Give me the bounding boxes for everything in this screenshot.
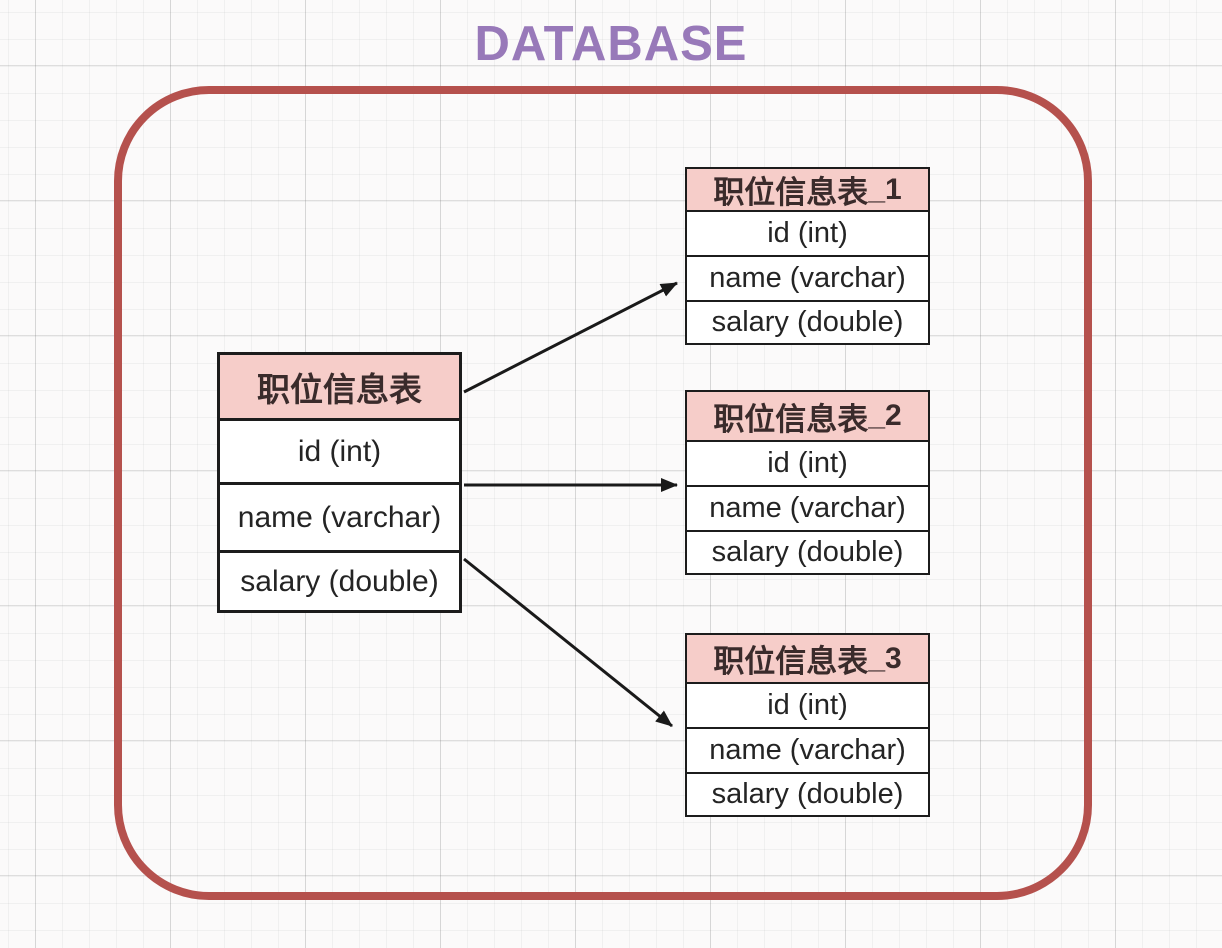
table-row: name (varchar)	[687, 729, 928, 774]
table-row: salary (double)	[220, 553, 459, 610]
table-partition-2-title-suffix: _2	[868, 399, 902, 432]
table-partition-3-title: 职位信息表	[713, 644, 869, 679]
table-row: id (int)	[220, 421, 459, 485]
table-partition-1: 职位信息表_1 id (int) name (varchar) salary (…	[685, 167, 930, 345]
table-row: id (int)	[687, 684, 928, 729]
table-partition-1-header: 职位信息表_1	[687, 169, 928, 212]
table-row: salary (double)	[687, 774, 928, 815]
table-partition-2-header: 职位信息表_2	[687, 392, 928, 442]
arrow-main-to-partition-1	[463, 281, 678, 394]
table-row: id (int)	[687, 212, 928, 257]
table-partition-3-title-suffix: _3	[868, 641, 902, 675]
database-boundary-rect	[114, 86, 1092, 900]
table-partition-2: 职位信息表_2 id (int) name (varchar) salary (…	[685, 390, 930, 575]
page-title: DATABASE	[474, 17, 748, 71]
table-partition-2-title: 职位信息表	[713, 401, 869, 437]
table-row: name (varchar)	[220, 485, 459, 553]
table-row: name (varchar)	[687, 487, 928, 532]
table-main-title: 职位信息表	[257, 372, 422, 409]
table-partition-1-title: 职位信息表	[713, 175, 869, 210]
table-partition-3: 职位信息表_3 id (int) name (varchar) salary (…	[685, 633, 930, 817]
table-row: salary (double)	[687, 302, 928, 343]
table-row: salary (double)	[687, 532, 928, 573]
table-main: 职位信息表 id (int) name (varchar) salary (do…	[217, 352, 462, 613]
table-partition-3-header: 职位信息表_3	[687, 635, 928, 684]
table-row: name (varchar)	[687, 257, 928, 302]
arrow-main-to-partition-3	[463, 557, 673, 728]
table-partition-1-title-suffix: _1	[868, 172, 902, 206]
table-main-header: 职位信息表	[220, 355, 459, 421]
table-row: id (int)	[687, 442, 928, 487]
